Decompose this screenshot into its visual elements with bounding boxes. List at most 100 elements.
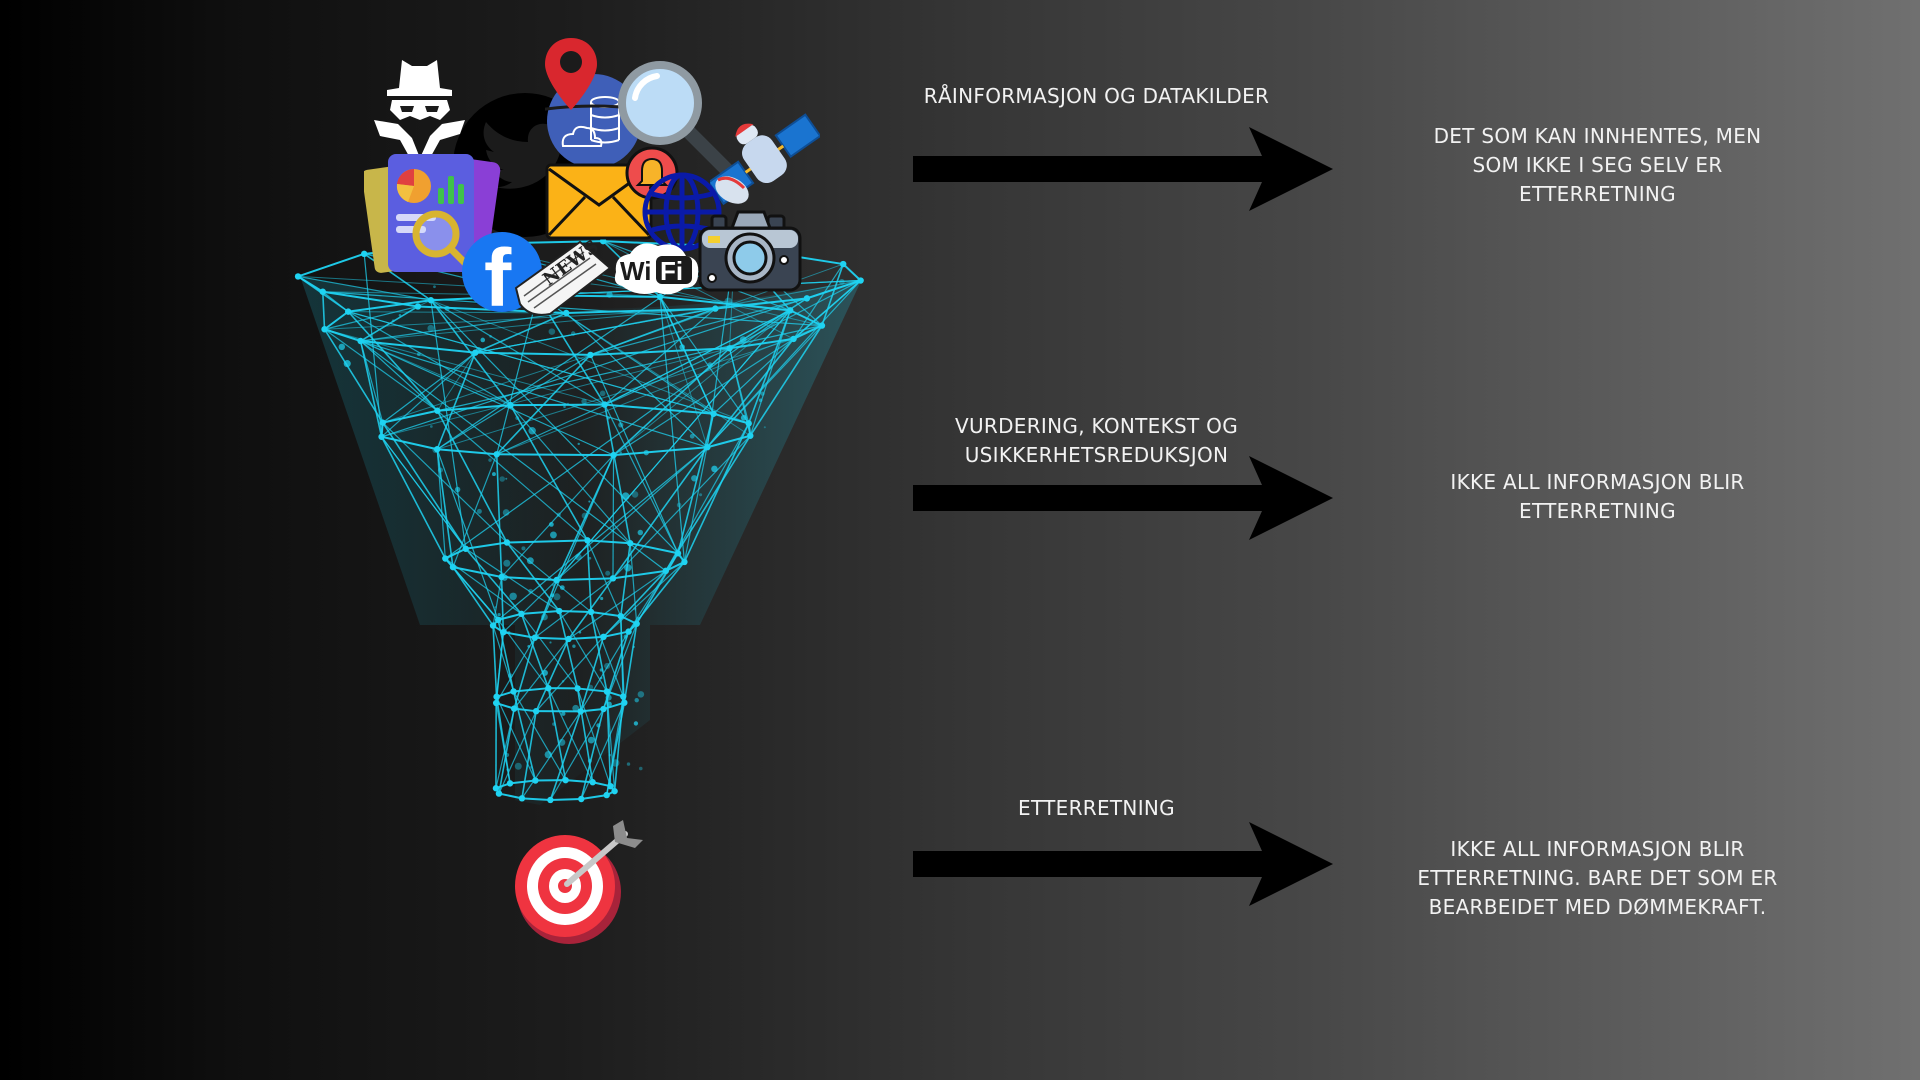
mesh-line	[659, 296, 750, 424]
mesh-node	[551, 583, 555, 587]
mesh-line	[603, 630, 629, 638]
wifi-label-fi: Fi	[660, 256, 683, 286]
mesh-line	[465, 548, 523, 615]
wifi-label-wi: Wi	[620, 256, 652, 286]
funnel-illustration	[294, 237, 864, 805]
mesh-node	[758, 398, 763, 402]
mesh-node	[499, 476, 505, 482]
mesh-line	[590, 611, 624, 697]
mesh-node	[599, 668, 603, 672]
mesh-node	[429, 425, 433, 428]
mesh-line	[430, 299, 679, 554]
mesh-node	[633, 721, 639, 726]
mesh-node	[294, 273, 302, 280]
mesh-line	[322, 291, 822, 327]
mesh-node	[589, 779, 596, 786]
mesh-line	[496, 325, 823, 455]
mesh-node	[515, 416, 520, 421]
mesh-line	[613, 309, 791, 456]
mesh-node	[574, 685, 581, 692]
mesh-line	[496, 453, 614, 457]
mesh-node	[414, 303, 422, 310]
mesh-line	[603, 404, 631, 544]
mesh-node	[562, 776, 569, 784]
mesh-node	[724, 297, 733, 306]
mesh-line	[558, 610, 579, 689]
mesh-line	[665, 423, 750, 572]
mesh-node	[561, 680, 565, 683]
mesh-node	[503, 539, 511, 546]
mesh-line	[360, 297, 807, 342]
mesh-line	[437, 338, 794, 450]
mesh-line	[707, 434, 751, 449]
mesh-node	[691, 475, 698, 482]
mesh-line	[576, 688, 594, 783]
mesh-line	[559, 610, 592, 613]
mesh-node	[398, 313, 402, 317]
mesh-node	[572, 704, 580, 712]
mesh-line	[713, 338, 794, 415]
mesh-node	[563, 405, 566, 409]
mesh-line	[348, 299, 432, 313]
mesh-node	[427, 324, 435, 332]
mesh-line	[581, 794, 607, 800]
mesh-line	[513, 638, 570, 710]
mesh-line	[604, 308, 716, 406]
mesh-node	[549, 641, 552, 644]
mesh-node	[596, 723, 601, 728]
mesh-node	[510, 705, 518, 712]
mesh-node	[839, 260, 847, 268]
mesh-node	[541, 613, 548, 621]
mesh-node	[636, 616, 641, 620]
mesh-line	[565, 312, 708, 448]
arrow-shape	[913, 456, 1333, 540]
mesh-node	[558, 738, 566, 746]
mesh-node	[541, 669, 548, 676]
mesh-line	[579, 636, 605, 712]
satellite-icon	[710, 113, 820, 206]
mesh-node	[632, 645, 635, 648]
mesh-line	[612, 435, 751, 579]
mesh-line	[348, 311, 749, 424]
mesh-node	[437, 467, 443, 473]
mesh-line	[381, 279, 861, 438]
mesh-node	[760, 391, 765, 396]
mesh-line	[749, 310, 791, 436]
mesh-line	[535, 638, 570, 712]
mesh-node	[506, 780, 514, 787]
mesh-line	[612, 455, 615, 579]
mesh-line	[382, 422, 508, 543]
mesh-node	[740, 414, 747, 421]
mesh-line	[509, 779, 536, 785]
mesh-line	[497, 619, 549, 689]
mesh-node	[621, 492, 630, 501]
mesh-line	[430, 299, 606, 406]
mesh-line	[590, 610, 621, 618]
mesh-node	[559, 585, 565, 590]
mesh-line	[586, 540, 622, 617]
mesh-line	[500, 576, 505, 633]
mesh-node	[578, 795, 585, 803]
mesh-line	[360, 340, 614, 456]
mesh-line	[381, 352, 476, 438]
mesh-line	[537, 279, 861, 296]
mesh-node	[506, 768, 509, 771]
mesh-node	[625, 628, 632, 635]
mesh-line	[568, 635, 604, 640]
mesh-node	[838, 279, 845, 285]
mesh-line	[789, 309, 823, 327]
mesh-line	[547, 687, 594, 783]
mesh-node	[611, 759, 620, 767]
mesh-node	[433, 285, 436, 289]
mesh-node	[637, 529, 644, 536]
mesh-line	[436, 449, 454, 568]
mesh-line	[612, 569, 666, 580]
mesh-line	[534, 454, 615, 638]
mesh-node	[577, 442, 580, 446]
mesh-line	[747, 310, 792, 424]
mesh-line	[577, 687, 608, 693]
mesh-line	[437, 404, 511, 412]
mesh-line	[506, 539, 588, 544]
mesh-line	[444, 309, 791, 560]
mesh-node	[588, 556, 592, 560]
